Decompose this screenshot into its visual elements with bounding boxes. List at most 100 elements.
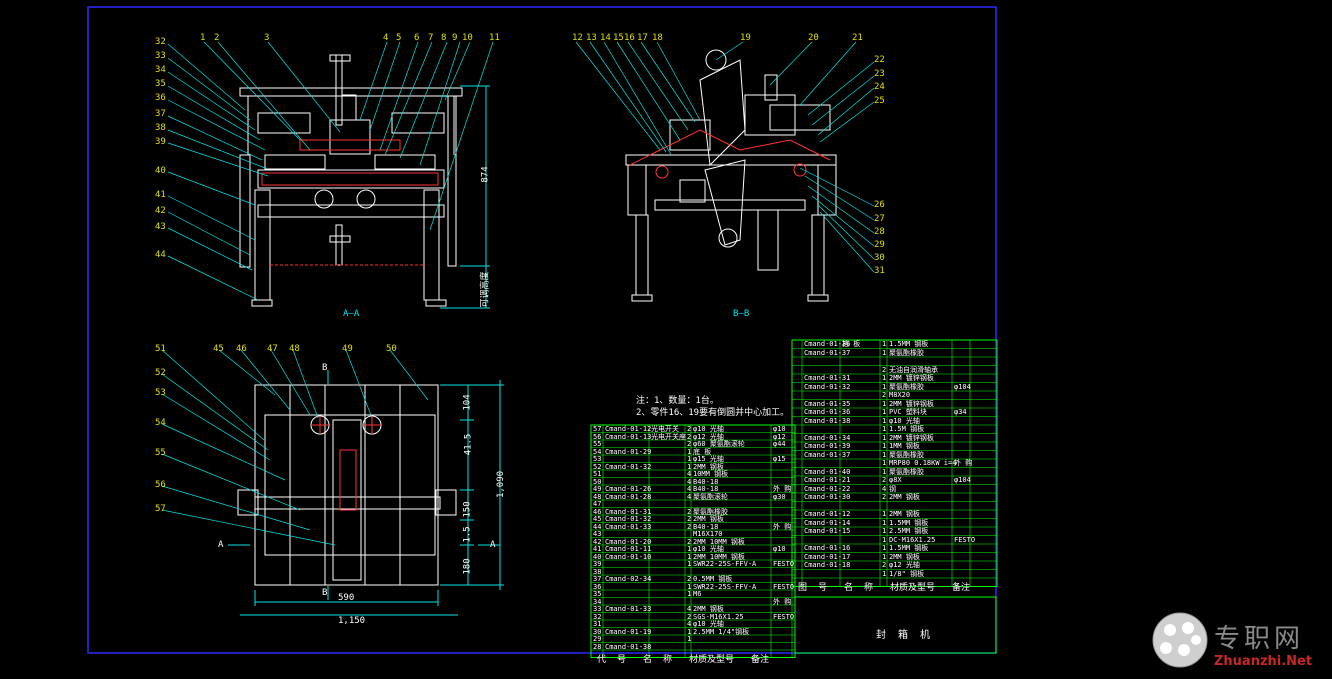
callout-39: 39 (155, 137, 166, 147)
left-table-header: 材质及型号 (689, 655, 735, 665)
callout-18: 18 (652, 33, 663, 43)
parts-table-left (590, 424, 796, 658)
left-table-cell: 10MM 钢板 (693, 470, 729, 478)
left-table-cell: B40-18 (693, 522, 719, 531)
left-table-cell: 外 购 (773, 597, 792, 606)
callout-5: 5 (396, 33, 402, 43)
right-table-cell: 4 (882, 484, 887, 493)
right-table-cell: Cmand-01-32 (804, 382, 851, 391)
plan-view (237, 384, 457, 586)
right-table-cell: 2MM 镀锌钢板 (889, 374, 934, 382)
right-table-cell: 1 (882, 535, 887, 544)
left-table-cell: 39 (593, 560, 602, 568)
callout-49: 49 (342, 344, 353, 354)
left-table-cell: Cmand-01-13 (605, 432, 652, 441)
plan-right-dim-5: 180 (462, 558, 473, 575)
right-table-cell: 无油自润滑轴承 (889, 365, 938, 374)
left-table-cell: 31 (593, 620, 602, 628)
right-table-cell: 聚氨酯橡胶 (889, 467, 924, 476)
right-table-cell: Cmand-01-39 (804, 442, 851, 450)
callout-28: 28 (874, 227, 885, 237)
right-table-cell: φ8X (889, 476, 902, 484)
left-table-cell: FESTO (773, 582, 795, 591)
bb-leaders (575, 41, 875, 273)
left-table-cell: φ44 (773, 440, 786, 448)
callout-57: 57 (155, 504, 166, 514)
right-table-cell: 1 (882, 433, 887, 442)
callout-24: 24 (874, 82, 885, 92)
left-table-cell: 45 (593, 515, 602, 523)
right-table-cell: 1 (882, 408, 887, 416)
drawing-frame (87, 6, 997, 654)
right-table-cell: 外 购 (954, 459, 973, 467)
left-table-cell: 2 (687, 522, 692, 531)
plan-red-parts (311, 416, 381, 511)
left-table-cell: 2 (687, 440, 692, 448)
right-table-cell: 2 (882, 391, 887, 399)
left-table-header: 代 (597, 655, 607, 665)
left-table-cell: Cmand-01-19 (605, 627, 652, 636)
callout-54: 54 (155, 418, 166, 428)
aa-leaders (167, 41, 494, 301)
callout-51: 51 (155, 344, 166, 354)
left-table-cell: φ12 (773, 432, 786, 441)
left-table-cell: 41 (593, 545, 602, 553)
left-table-cell: 2.5MM 1/4"钢板 (693, 627, 750, 636)
callout-3: 3 (264, 33, 270, 43)
plan-outer-width: 1,150 (338, 616, 366, 626)
aa-view-caption: A—A (343, 309, 360, 319)
right-table-cell: 1 (882, 527, 887, 535)
right-table-cell: 1 (882, 569, 887, 578)
right-table-header: 号 (818, 583, 828, 593)
right-table-cell: Cmand-01-22 (804, 484, 851, 493)
callout-37: 37 (155, 109, 166, 119)
callout-41: 41 (155, 190, 166, 200)
callout-48: 48 (289, 344, 300, 354)
section-mark-b-bottom: B (322, 588, 328, 598)
right-table-cell: Cmand-01-31 (804, 374, 851, 382)
drawing-note-2: 2、零件16、19要有倒圆并中心加工。 (636, 408, 790, 418)
right-table-cell: Cmand-01-35 (804, 399, 851, 408)
left-table-cell: 48 (593, 492, 602, 501)
title-block (794, 596, 997, 654)
right-table-cell: 1 (882, 518, 887, 527)
right-table-cell: φ12 光轴 (889, 561, 920, 569)
right-table-cell: Cmand-01-40 (804, 467, 851, 476)
callout-26: 26 (874, 200, 885, 210)
callout-15: 15 (613, 33, 624, 43)
callout-1: 1 (200, 33, 206, 43)
callout-17: 17 (637, 33, 648, 43)
right-table-cell: 1 (882, 416, 887, 425)
right-table-cell: 1 (882, 459, 887, 467)
callout-10: 10 (462, 33, 473, 43)
left-table-cell: 4 (687, 605, 692, 613)
left-table-header: 名 (643, 655, 653, 665)
right-table-cell: Cmand-01-14 (804, 518, 851, 527)
right-table-cell: Cmand-01-12 (804, 510, 851, 518)
callout-42: 42 (155, 206, 166, 216)
left-table-cell: Cmand-02-34 (605, 575, 652, 583)
left-table-cell: 2 (687, 432, 692, 441)
right-table-cell: 2.5MM 钢板 (889, 527, 929, 535)
right-table-cell: 1MM 钢板 (889, 442, 920, 450)
left-table-cell: 56 (593, 432, 602, 441)
callout-4: 4 (383, 33, 389, 43)
right-table-cell: 2MM 钢板 (889, 510, 920, 518)
left-table-cell: 2 (687, 425, 692, 433)
left-table-cell: Cmand-01-12 (605, 425, 652, 433)
callout-36: 36 (155, 93, 166, 103)
right-table-cell: M8X20 (889, 391, 911, 399)
left-table-cell: 32 (593, 612, 602, 621)
left-table-cell: 46 (593, 507, 602, 516)
left-table-cell: 聚氨酯橡胶 (693, 507, 728, 516)
left-table-cell: φ15 (773, 455, 786, 463)
right-table-cell: 1 (882, 442, 887, 450)
left-table-cell: 4 (687, 477, 692, 486)
right-table-cell: PVC 塑料块 (889, 408, 927, 416)
right-table-cell: Cmand-01-36 (804, 408, 851, 416)
aa-dimension (440, 85, 490, 309)
callout-32: 32 (155, 37, 166, 47)
drawing-note-1: 注：1、数量：1台。 (636, 396, 719, 406)
left-table-cell: 1 (687, 447, 692, 456)
